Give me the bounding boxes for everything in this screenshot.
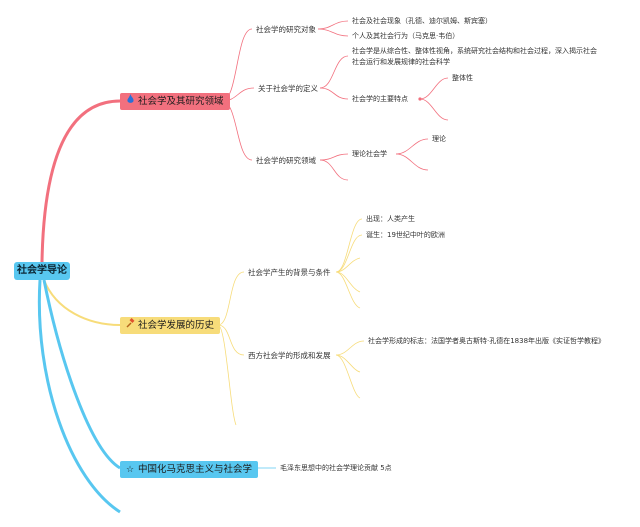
branch-3-node[interactable]: ☆中国化马克思主义与社会学 bbox=[120, 461, 259, 478]
branch-2-label: 社会学发展的历史 bbox=[138, 320, 215, 331]
topic-western-formation[interactable]: 西方社会学的形成和发展 bbox=[248, 351, 331, 360]
root-long-tail-link bbox=[37, 279, 121, 514]
leaf-birth[interactable]: 诞生：19世纪中叶的欧洲 bbox=[366, 231, 445, 239]
topic-main-features[interactable]: 社会学的主要特点 bbox=[352, 95, 408, 103]
branch-2-links bbox=[217, 218, 365, 426]
leaf-definition-line-1[interactable]: 社会学是从综合性、整体性视角，系统研究社会结构和社会过程，深入揭示社会 bbox=[352, 47, 597, 55]
leaf-individual-behavior[interactable]: 个人及其社会行为（马克思·韦伯） bbox=[352, 32, 460, 40]
root-node[interactable]: 社会学导论 bbox=[14, 262, 70, 280]
topic-definition[interactable]: 关于社会学的定义 bbox=[258, 84, 318, 93]
leaf-formation-mark[interactable]: 社会学形成的标志：法国学者奥古斯特·孔德在1838年出版《实证哲学教程》 bbox=[368, 337, 606, 345]
fire-icon bbox=[124, 94, 136, 111]
topic-background-conditions[interactable]: 社会学产生的背景与条件 bbox=[248, 268, 331, 277]
topic-research-object[interactable]: 社会学的研究对象 bbox=[256, 25, 316, 34]
star-icon: ☆ bbox=[125, 465, 135, 475]
leaf-appearance[interactable]: 出现：人类产生 bbox=[366, 215, 415, 223]
branch-3-label: 中国化马克思主义与社会学 bbox=[138, 464, 253, 475]
branch-2-node[interactable]: 社会学发展的历史 bbox=[120, 317, 221, 335]
leaf-society-phenomena[interactable]: 社会及社会现象（孔德、迪尔凯姆、斯宾塞） bbox=[352, 17, 492, 25]
root-to-branch-1-link bbox=[40, 99, 121, 263]
leaf-definition-line-2: 社会运行和发展规律的社会科学 bbox=[352, 58, 450, 66]
leaf-holistic[interactable]: 整体性 bbox=[452, 74, 473, 82]
topic-theoretical-sociology[interactable]: 理论社会学 bbox=[352, 150, 387, 158]
leaf-theory[interactable]: 理论 bbox=[432, 135, 446, 143]
root-to-branch-2-link bbox=[43, 279, 121, 326]
topic-research-field[interactable]: 社会学的研究领域 bbox=[256, 156, 316, 165]
branch-1-node[interactable]: 社会学及其研究领域 bbox=[120, 93, 230, 110]
root-to-branch-3-link bbox=[42, 279, 121, 470]
hammer-icon bbox=[124, 318, 136, 335]
branch-1-label: 社会学及其研究领域 bbox=[138, 96, 224, 107]
leaf-mao-contributions[interactable]: 毛泽东思想中的社会学理论贡献 5点 bbox=[280, 464, 392, 472]
